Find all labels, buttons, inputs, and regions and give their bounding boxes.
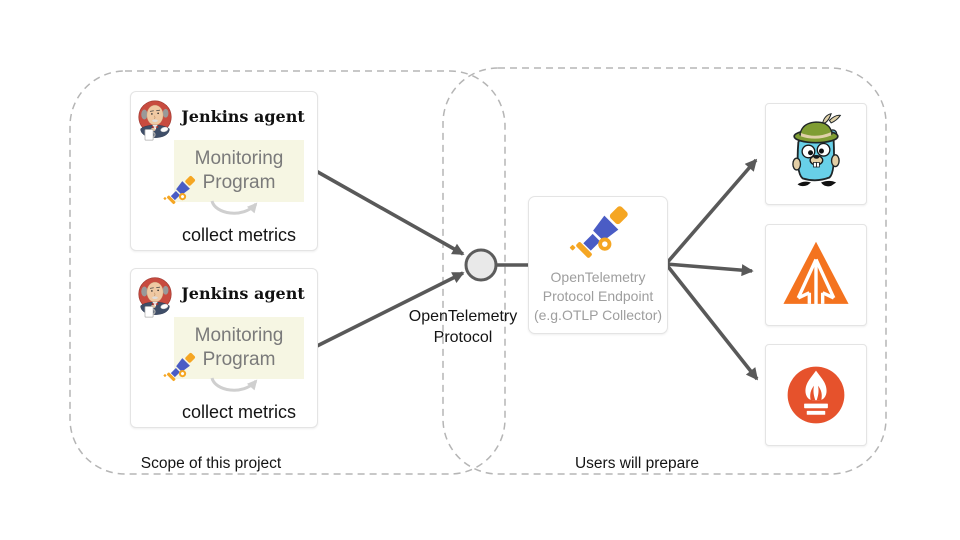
users-group-label: Users will prepare — [574, 455, 700, 472]
protocol-junction-node — [464, 248, 498, 282]
collect-metrics-label: collect metrics — [181, 225, 297, 245]
opentelemetry-telescope-icon — [163, 349, 199, 385]
jenkins-agent-card-2: Jenkins agent Monitoring Program collect… — [130, 268, 318, 428]
prometheus-torch-icon — [783, 362, 849, 428]
jenkins-agent-card-1: Jenkins agent Monitoring Program collect… — [130, 91, 318, 251]
arrow-agent1-to-node — [315, 169, 465, 256]
backend-card-jaeger — [765, 103, 867, 205]
backend-card-zipkin — [765, 224, 867, 326]
jenkins-mascot-icon — [135, 275, 175, 323]
opentelemetry-telescope-icon — [569, 199, 635, 265]
endpoint-label-line1: OpenTelemetry — [550, 269, 646, 285]
endpoint-label-line2: Protocol Endpoint — [542, 288, 654, 304]
endpoint-label: OpenTelemetry Protocol Endpoint (e.g.OTL… — [529, 268, 667, 325]
agent-title: Jenkins agent — [181, 284, 305, 303]
arrow-endpoint-to-backend1 — [664, 158, 758, 266]
scope-group-label: Scope of this project — [140, 455, 282, 472]
zipkin-pyramid-icon — [779, 235, 853, 315]
agent-title: Jenkins agent — [181, 107, 305, 126]
opentelemetry-protocol-label: OpenTelemetry Protocol — [408, 308, 518, 346]
collect-loop-arrow-icon — [210, 377, 258, 392]
collect-loop-arrow-icon — [210, 200, 258, 215]
backend-card-prometheus — [765, 344, 867, 446]
otlp-endpoint-card: OpenTelemetry Protocol Endpoint (e.g.OTL… — [528, 196, 668, 334]
endpoint-label-line3: (e.g.OTLP Collector) — [533, 307, 663, 323]
arrow-endpoint-to-backend2 — [665, 262, 754, 277]
opentelemetry-telescope-icon — [163, 172, 199, 208]
jenkins-mascot-icon — [135, 98, 175, 146]
collect-metrics-label: collect metrics — [181, 402, 297, 422]
arrow-endpoint-to-backend3 — [664, 262, 759, 381]
jaeger-gopher-icon — [774, 111, 858, 197]
